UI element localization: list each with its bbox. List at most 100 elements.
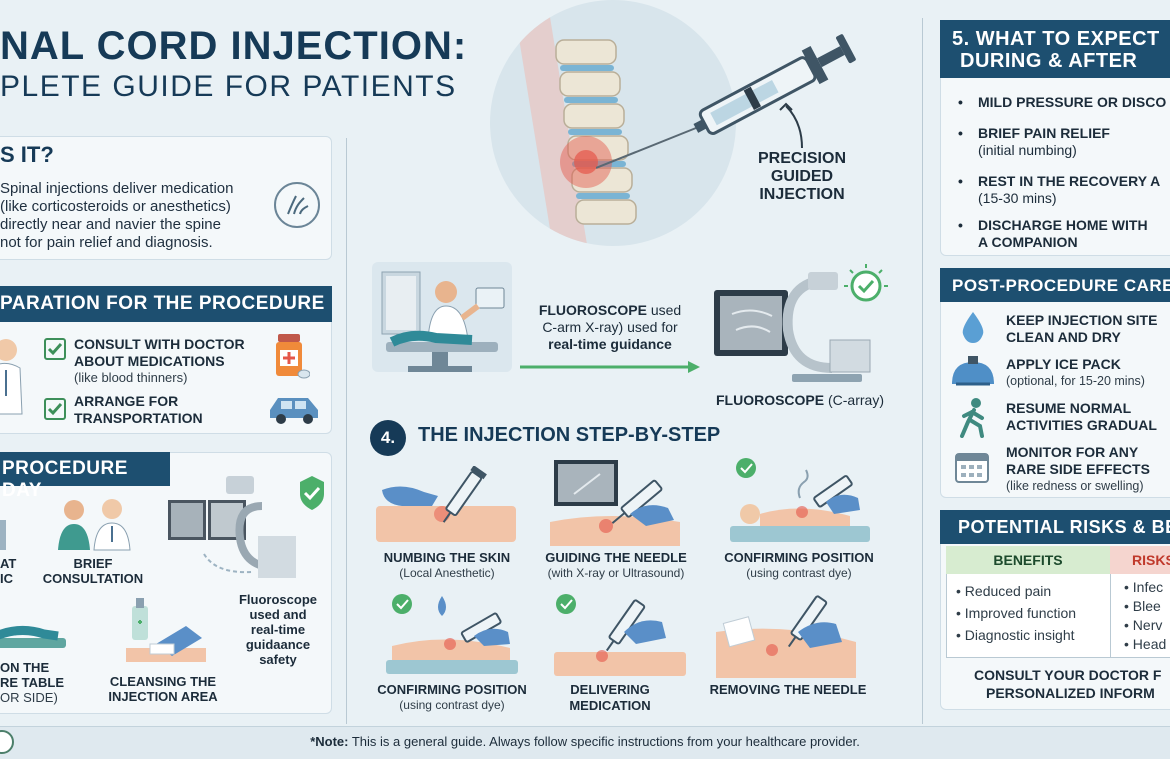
risk-item: • Blee [1124, 598, 1161, 614]
risks-list: • Infec • Blee • Nerv • Head [1124, 578, 1166, 654]
transport-title: ARRANGE FOR TRANSPORTATION [74, 393, 203, 427]
arrow-right [520, 360, 702, 374]
benefits-list: • Reduced pain • Improved function • Dia… [956, 580, 1076, 646]
step-numbing-sub: (Local Anesthetic) [399, 566, 495, 580]
post-3-line-1: RESUME NORMAL [1006, 400, 1132, 416]
risk-item: • Head [1124, 636, 1167, 652]
table-line-3: OR SIDE) [0, 690, 58, 705]
procedure-table-icon [0, 614, 70, 654]
step-guiding-sub: (with X-ray or Ultrasound) [547, 566, 685, 580]
post-1-line-1: KEEP INJECTION SITE [1006, 312, 1158, 328]
check-in-label: AT IC [0, 556, 16, 586]
footer-bar [0, 726, 1170, 759]
consult-note-1: CONSULT YOUR DOCTOR F [974, 667, 1162, 683]
post-care-item-3: RESUME NORMAL ACTIVITIES GRADUAL [1006, 400, 1157, 434]
syringe-icon [596, 20, 866, 170]
fluoroscope-safety-label: Fluoroscope used and real-time guidaance… [226, 592, 330, 667]
column-divider [346, 138, 347, 724]
cleansing-icon [126, 598, 206, 662]
spine-illustration [490, 0, 736, 246]
fluoroscope-caption: FLUOROSCOPE (C-array) [700, 392, 900, 408]
what-is-it-header: S IT? [0, 142, 54, 167]
consult-label-2: CONSULTATION [42, 571, 144, 586]
check-in-line-1: AT [0, 556, 17, 571]
step-confirming-2-title: CONFIRMING POSITION [377, 682, 527, 697]
expect-list: •MILD PRESSURE OR DISCO •BRIEF PAIN RELI… [958, 94, 1166, 251]
step-delivering-title: DELIVERING MEDICATION [540, 682, 680, 714]
ice-pack-icon [950, 354, 996, 390]
cleansing-label: CLEANSING THE INJECTION AREA [96, 674, 230, 704]
consult-doctor-sub: (like blood thinners) [74, 370, 188, 385]
what-line-4: not for pain relief and diagnosis. [0, 234, 213, 251]
post-4-line-3: (like redness or swelling) [1006, 479, 1144, 493]
c-arm-illustration [712, 256, 892, 386]
fl-line-5: safety [259, 652, 297, 667]
risk-item: • Infec [1124, 579, 1164, 595]
post-care-header: POST-PROCEDURE CARE A [940, 268, 1170, 302]
what-line-1: Spinal injections deliver medication [0, 180, 234, 197]
title-line-2: PLETE GUIDE FOR PATIENTS [0, 70, 457, 103]
consult-line-1: CONSULT WITH DOCTOR [74, 336, 245, 352]
transport-line-2: TRANSPORTATION [74, 410, 203, 426]
consult-doctor-note: CONSULT YOUR DOCTOR F PERSONALIZED INFOR… [944, 666, 1170, 702]
fluoro-line-2: C-arm X-ray) used for [542, 319, 678, 335]
expect-item-3-sub: (15-30 mins) [978, 190, 1057, 206]
benefit-item: • Reduced pain [956, 583, 1052, 599]
fluoro-caption-term: FLUOROSCOPE [715, 392, 825, 408]
fluoro-line-1: FLUOROSCOPE used [520, 302, 700, 319]
post-care-item-4: MONITOR FOR ANY RARE SIDE EFFECTS (like … [1006, 444, 1150, 495]
table-position-label: ON THE RE TABLE OR SIDE) [0, 660, 64, 705]
delivering-line-1: DELIVERING [570, 682, 650, 697]
post-care-item-1: KEEP INJECTION SITE CLEAN AND DRY [1006, 312, 1157, 346]
nerve-icon [274, 182, 320, 228]
post-2-line-2: (optional, for 15-20 mins) [1006, 374, 1145, 388]
fluoroscope-description: FLUOROSCOPE used C-arm X-ray) used for r… [520, 302, 700, 353]
post-4-line-2: RARE SIDE EFFECTS [1006, 461, 1150, 477]
list-item: •BRIEF PAIN RELIEF(initial numbing) [958, 125, 1110, 158]
title-line-1: NAL CORD INJECTION: [0, 24, 468, 68]
consult-line-2: ABOUT MEDICATIONS [74, 353, 225, 369]
expect-item-2: BRIEF PAIN RELIEF [978, 125, 1110, 141]
delivering-line-2: MEDICATION [569, 698, 651, 713]
check-box-icon [44, 398, 66, 420]
benefit-item: • Improved function [956, 605, 1077, 621]
post-4-line-1: MONITOR FOR ANY [1006, 444, 1139, 460]
cleanse-line-1: CLEANSING THE [109, 674, 217, 689]
expect-item-4-sub: A COMPANION [978, 234, 1078, 250]
precision-line-2: GUIDED [770, 168, 834, 185]
footer-note: *Note: This is a general guide. Always f… [0, 734, 1170, 749]
cleanse-line-2: INJECTION AREA [108, 689, 218, 704]
risks-header: POTENTIAL RISKS & BE [940, 510, 1170, 544]
risk-item: • Nerv [1124, 617, 1163, 633]
step-confirming-illustration [730, 458, 870, 546]
fl-line-3: real-time [250, 622, 306, 637]
step-delivering-illustration [554, 592, 686, 678]
what-line-3: directly near and navier the spine [0, 216, 221, 233]
consultation-icon [54, 496, 136, 552]
step-numbing-illustration [372, 466, 522, 546]
check-in-line-2: IC [0, 571, 13, 586]
transport-line-1: ARRANGE FOR [74, 393, 179, 409]
doctor-icon [0, 336, 26, 416]
fluoro-caption-sub: (C-array) [824, 392, 884, 408]
fl-line-1: Fluoroscope [238, 592, 317, 607]
column-divider [922, 18, 923, 724]
footer-note-text: This is a general guide. Always follow s… [348, 734, 860, 749]
fluoro-term: FLUOROSCOPE [538, 302, 647, 318]
expect-header-2: DURING & AFTER [960, 50, 1138, 72]
consult-label-1: BRIEF [73, 556, 113, 571]
car-icon [264, 392, 324, 424]
what-is-it-text: Spinal injections deliver medication (li… [0, 180, 233, 252]
expect-header-1: 5. WHAT TO EXPECT [952, 28, 1160, 50]
footer-note-label: *Note: [310, 734, 349, 749]
pill-bottle-icon [276, 334, 310, 380]
procedure-day-header: PROCEDURE DAY [0, 452, 170, 501]
brief-consultation-label: BRIEF CONSULTATION [38, 556, 148, 586]
expect-item-3: REST IN THE RECOVERY A [978, 173, 1161, 189]
step-confirming-2-sub: (using contrast dye) [399, 698, 505, 712]
risks-column-header: RISKS [1110, 546, 1170, 574]
benefit-item: • Diagnostic insight [956, 627, 1075, 643]
consult-doctor-title: CONSULT WITH DOCTOR ABOUT MEDICATIONS [74, 336, 245, 370]
post-care-item-2: APPLY ICE PACK (optional, for 15-20 mins… [1006, 356, 1145, 390]
